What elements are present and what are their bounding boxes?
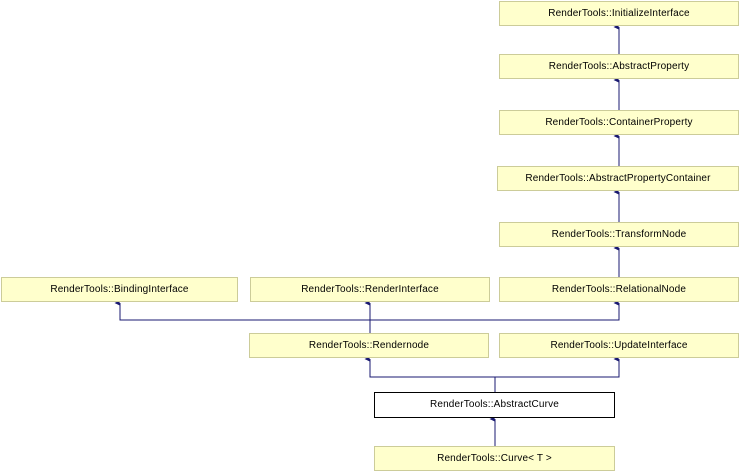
edge-abstractcurve-to-bindinginterface [114,300,370,321]
node-abstract-curve[interactable]: RenderTools::AbstractCurve [374,392,615,418]
node-relational-node[interactable]: RenderTools::RelationalNode [499,277,739,302]
node-label: RenderTools::TransformNode [551,228,687,240]
node-abstract-property-container[interactable]: RenderTools::AbstractPropertyContainer [497,166,739,191]
node-abstract-property[interactable]: RenderTools::AbstractProperty [499,54,739,79]
node-label: RenderTools::Rendernode [308,339,430,351]
node-binding-interface[interactable]: RenderTools::BindingInterface [1,277,238,302]
node-rendernode[interactable]: RenderTools::Rendernode [249,333,489,358]
node-label: RenderTools::ContainerProperty [545,116,693,128]
node-label: RenderTools::BindingInterface [50,283,189,295]
edge-abstractcurve-to-updateinterface [495,356,620,378]
node-container-property[interactable]: RenderTools::ContainerProperty [499,110,739,135]
node-initialize-interface[interactable]: RenderTools::InitializeInterface [499,1,739,26]
node-curve-t[interactable]: RenderTools::Curve< T > [374,446,615,471]
node-label: RenderTools::RelationalNode [551,283,687,295]
node-label: RenderTools::AbstractProperty [548,60,690,72]
node-label: RenderTools::InitializeInterface [548,7,690,19]
edge-abstractcurve-to-rendernode [364,356,495,378]
node-label: RenderTools::UpdateInterface [550,339,688,351]
edge-updateinterface-to-relationalnode [370,300,620,321]
node-update-interface[interactable]: RenderTools::UpdateInterface [499,333,739,358]
node-label: RenderTools::AbstractPropertyContainer [525,172,711,184]
node-render-interface[interactable]: RenderTools::RenderInterface [250,277,490,302]
node-label: RenderTools::AbstractCurve [430,399,559,410]
node-transform-node[interactable]: RenderTools::TransformNode [499,222,739,247]
node-label: RenderTools::Curve< T > [437,452,552,464]
node-label: RenderTools::RenderInterface [301,283,439,295]
